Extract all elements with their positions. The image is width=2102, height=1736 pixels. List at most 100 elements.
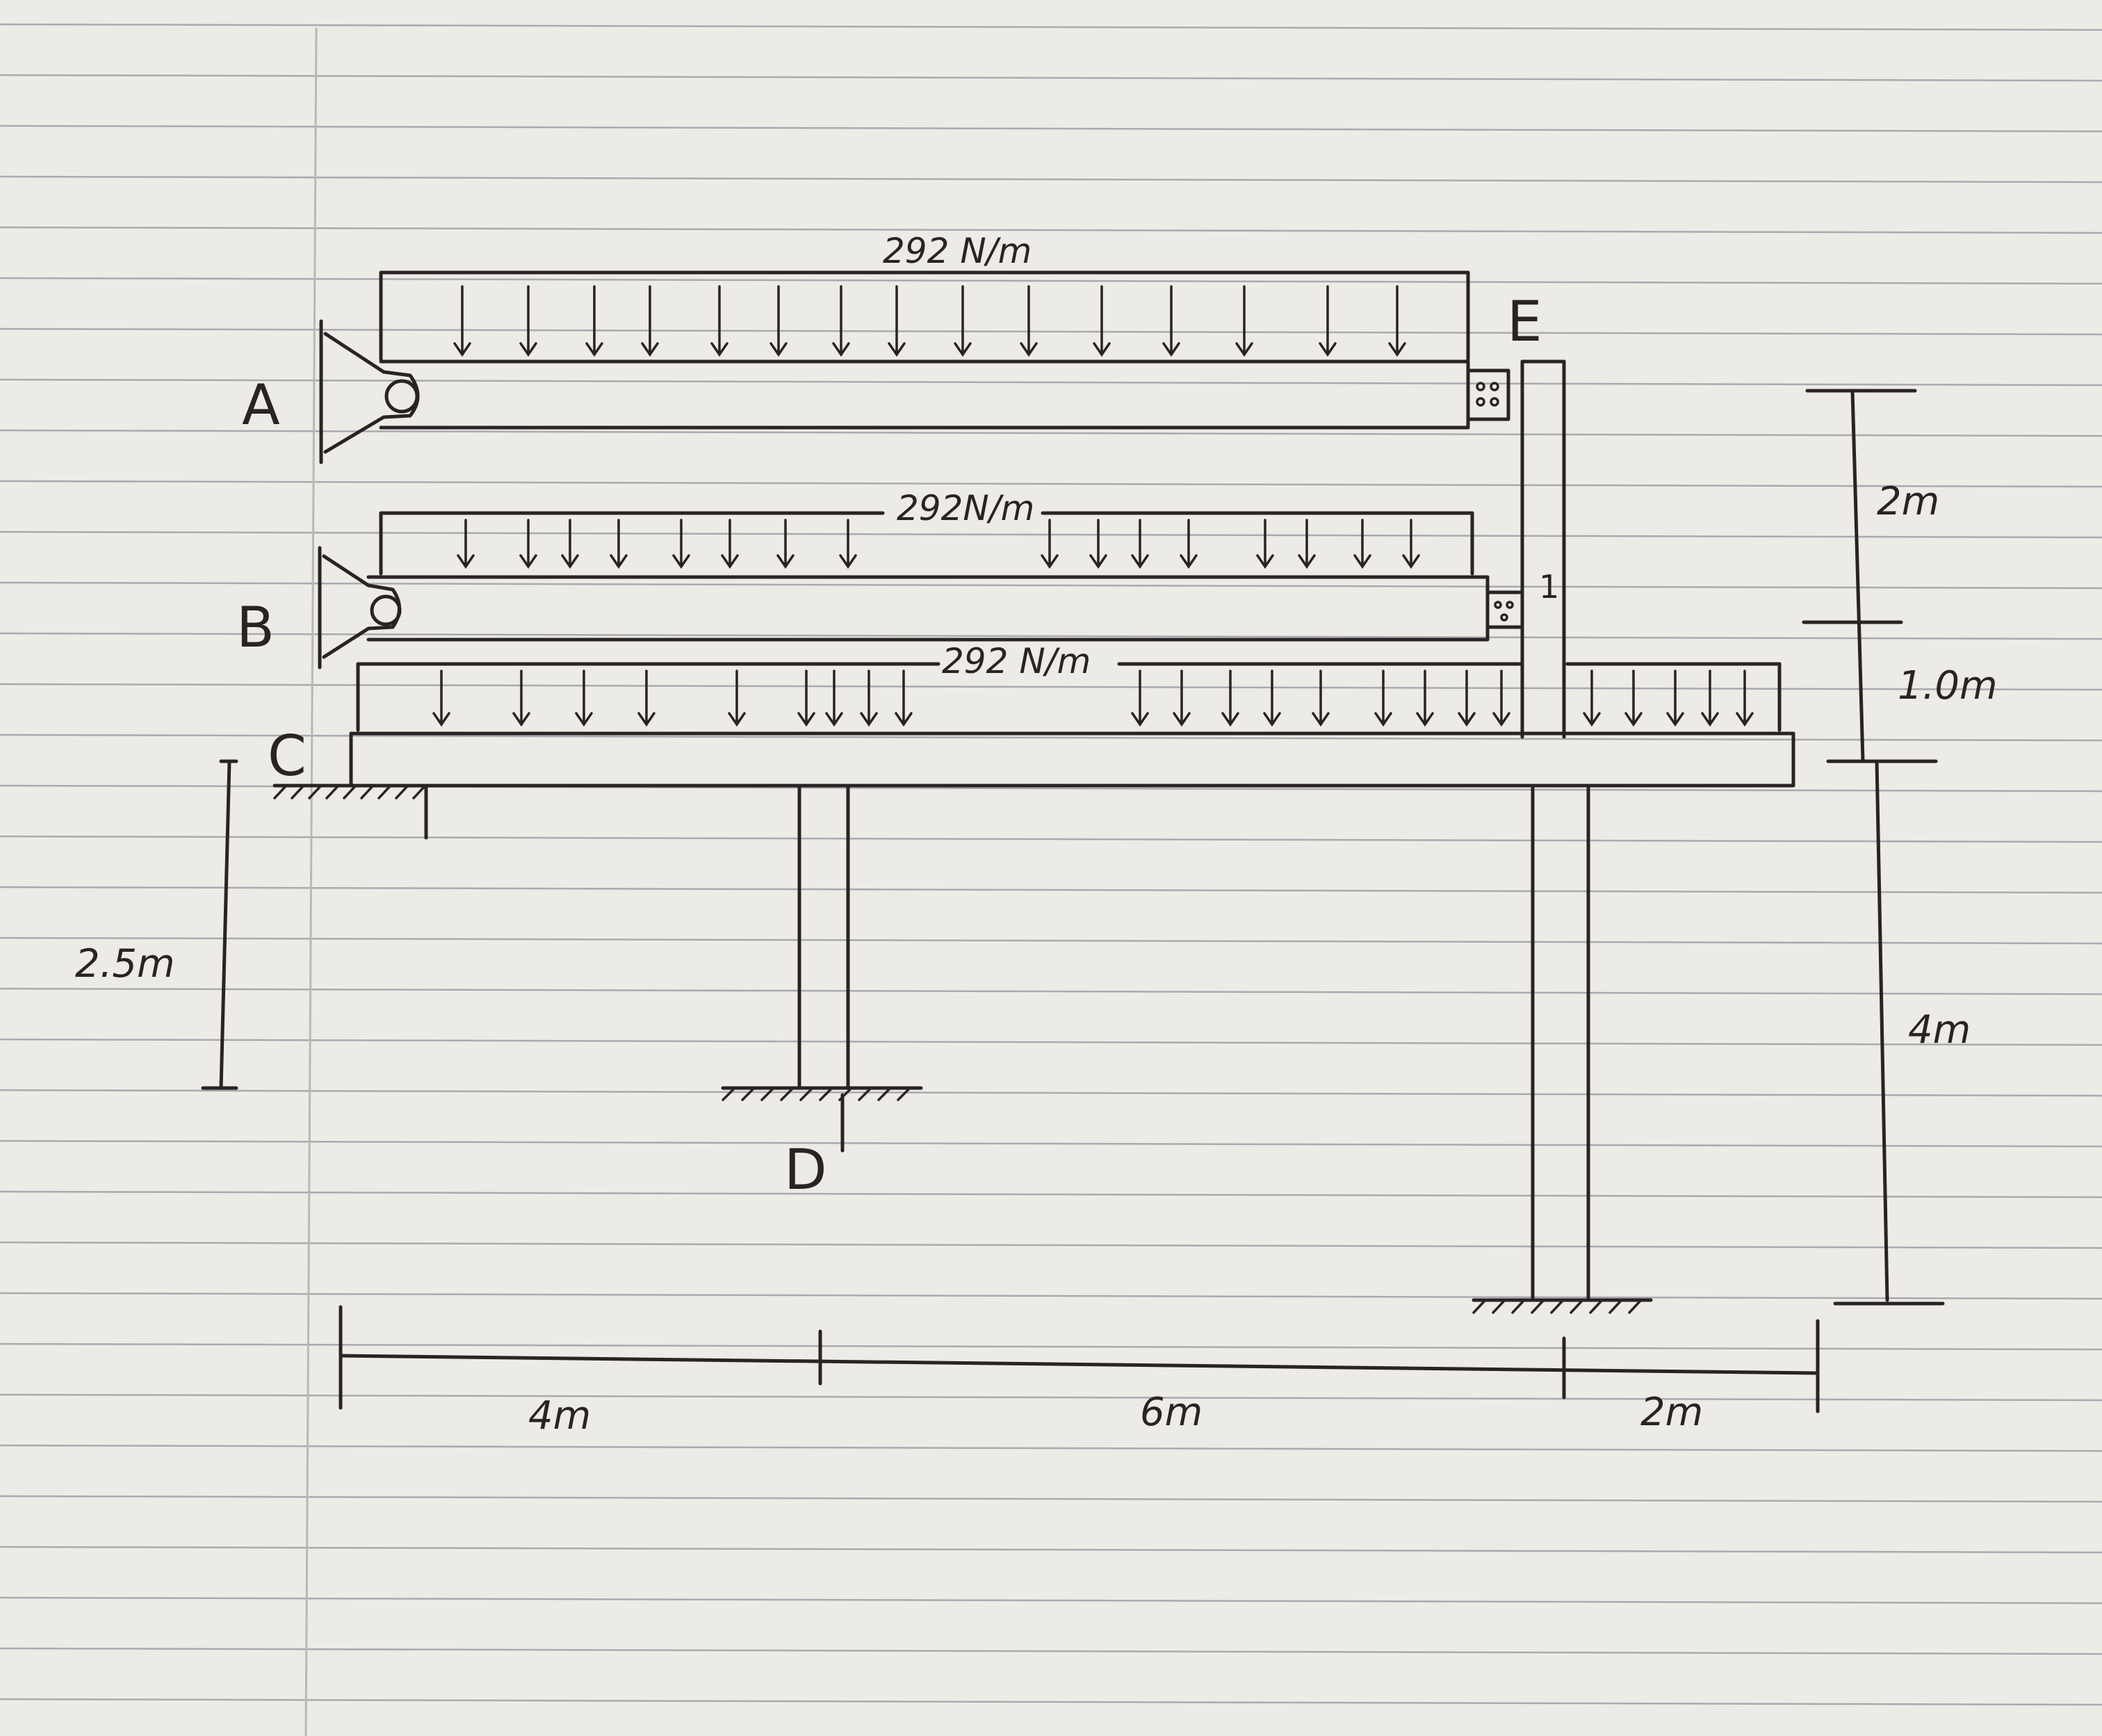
ruled-line (0, 175, 2102, 184)
load-arrow (1666, 670, 1684, 727)
load-arrow (1312, 670, 1330, 727)
ruled-line (0, 124, 2102, 133)
dim-c-height-label: 2.5m (75, 941, 175, 987)
ruled-line (0, 327, 2102, 336)
load-arrow (776, 519, 795, 569)
ruled-lines (0, 23, 2102, 1706)
dim-span-2-label: 6m (1140, 1390, 1203, 1435)
label-e: E (1507, 289, 1542, 354)
ruled-line (0, 683, 2102, 691)
dimension-c-height (201, 759, 238, 1090)
load-arrow (1235, 285, 1253, 357)
load-arrow (895, 670, 913, 727)
load-arrow (839, 519, 857, 569)
ruled-line (0, 835, 2102, 843)
vertical-post (1520, 359, 1566, 739)
load-arrow (797, 670, 815, 727)
fixed-support-c (272, 784, 430, 840)
ruled-line (0, 530, 2102, 539)
load-arrow (432, 670, 450, 727)
ruled-line (0, 1698, 2102, 1706)
dimension-right (1802, 389, 1945, 1306)
load-arrow (1093, 285, 1111, 357)
ruled-line (0, 1546, 2102, 1554)
ruled-line (0, 1647, 2102, 1655)
ruled-line (0, 1190, 2102, 1199)
dim-right-mid-label: 1.0m (1898, 663, 1998, 708)
load-arrow (672, 519, 690, 569)
load-arrow (728, 670, 746, 727)
ruled-line (0, 1495, 2102, 1503)
ruled-line (0, 480, 2102, 488)
load-arrow (1089, 519, 1107, 569)
ruled-line (0, 226, 2102, 234)
ruled-line (0, 1241, 2102, 1249)
label-d: D (784, 1137, 827, 1202)
load-arrow (710, 285, 728, 357)
ruled-line (0, 1444, 2102, 1452)
dim-right-top-label: 2m (1877, 479, 1939, 524)
ruled-line (0, 1089, 2102, 1097)
beam-c (349, 731, 1795, 788)
load-arrow (637, 670, 655, 727)
load-arrow (1624, 670, 1643, 727)
load-arrow (1131, 670, 1149, 727)
load-arrow (860, 670, 878, 727)
load-arrow (585, 285, 603, 357)
load-arrow (1374, 670, 1392, 727)
ruled-line (0, 1342, 2102, 1351)
margin-line (304, 27, 318, 1736)
load-arrow (1736, 670, 1754, 727)
load-bottom-label: 292 N/m (942, 641, 1091, 681)
load-bottom-udl (356, 662, 1782, 732)
load-arrow (1701, 670, 1719, 727)
dim-span-3-label: 2m (1640, 1390, 1703, 1435)
post-mark: 1 (1539, 568, 1559, 606)
dim-span-1-label: 4m (528, 1393, 591, 1438)
load-arrow (1041, 519, 1059, 569)
dimension-spans (339, 1305, 1820, 1413)
ruled-line (0, 987, 2102, 996)
load-middle-udl (379, 511, 1474, 576)
load-top-label: 292 N/m (883, 231, 1032, 271)
load-arrow (1263, 670, 1281, 727)
load-arrow (1221, 670, 1239, 727)
load-arrow (457, 519, 475, 569)
column-d (721, 784, 923, 1153)
connector-b (1485, 590, 1524, 629)
load-arrow (575, 670, 593, 727)
ruled-line (0, 23, 2102, 31)
load-arrow (1353, 519, 1371, 569)
label-b: B (236, 595, 275, 660)
load-arrow (954, 285, 972, 357)
load-arrow (1162, 285, 1180, 357)
load-arrow (610, 519, 628, 569)
ruled-line (0, 886, 2102, 894)
ruled-line (0, 1393, 2102, 1402)
label-c: C (268, 724, 307, 788)
ruled-line (0, 1292, 2102, 1300)
load-arrow (1173, 670, 1191, 727)
label-a: A (242, 373, 280, 437)
connector-e (1466, 368, 1510, 421)
ruled-line (0, 429, 2102, 437)
load-arrow (832, 285, 850, 357)
ruled-line (0, 1038, 2102, 1046)
ruled-line (0, 1596, 2102, 1605)
load-arrow (1298, 519, 1316, 569)
load-arrow (825, 670, 843, 727)
load-arrow (888, 285, 906, 357)
load-arrow (512, 670, 530, 727)
load-arrow (1020, 285, 1038, 357)
ruled-line (0, 581, 2102, 590)
load-arrow (769, 285, 788, 357)
ruled-line (0, 378, 2102, 387)
ruled-line (0, 74, 2102, 82)
load-arrow (1180, 519, 1198, 569)
load-arrow (1458, 670, 1476, 727)
load-arrow (453, 285, 471, 357)
load-arrow (1256, 519, 1274, 569)
load-arrow (1416, 670, 1434, 727)
dim-right-bottom-label: 4m (1908, 1007, 1971, 1053)
